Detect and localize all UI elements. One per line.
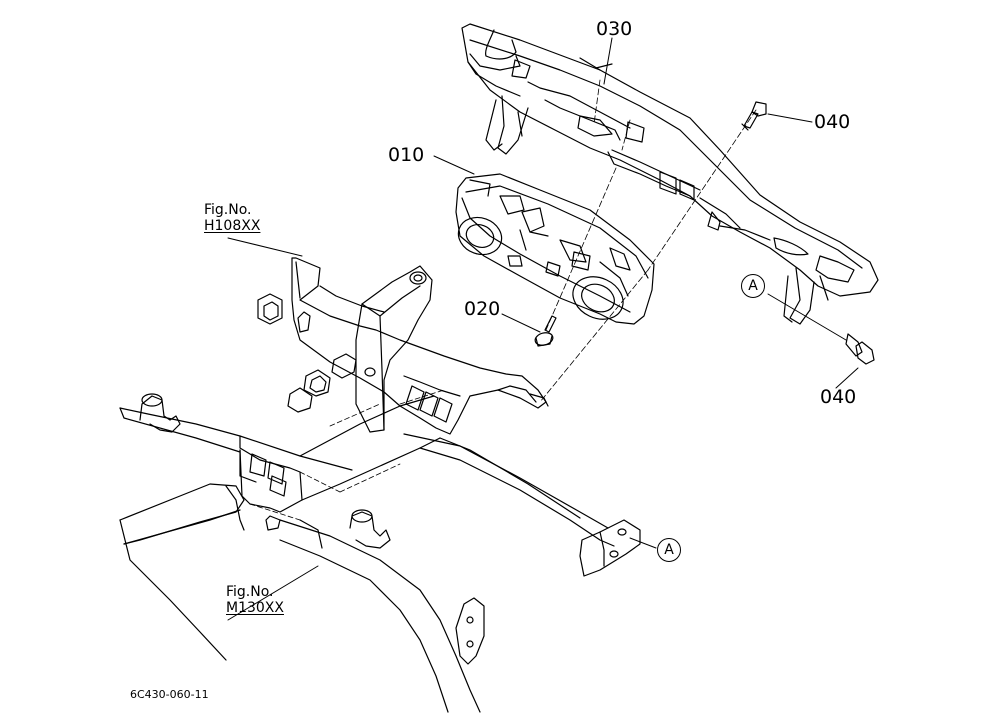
marker-a-lower: A xyxy=(657,538,681,562)
marker-a-right: A xyxy=(741,274,765,298)
figure-ref-m130-title: Fig.No. xyxy=(226,584,274,600)
center-lines xyxy=(540,80,756,402)
dash-cover-panel xyxy=(462,24,878,324)
part-label-010: 010 xyxy=(388,144,425,166)
meter-cluster xyxy=(453,174,654,327)
mounting-bracket xyxy=(258,258,548,434)
part-label-020: 020 xyxy=(464,298,501,320)
figure-ref-h108: Fig.No. H108XX xyxy=(204,202,260,234)
leader-lines xyxy=(228,38,858,620)
bolt-040-bottom xyxy=(846,334,874,364)
drawing-code: 6C430-060-11 xyxy=(130,688,209,701)
figure-ref-m130-number: M130XX xyxy=(226,600,284,616)
screw-020 xyxy=(534,316,556,347)
part-label-040-bottom: 040 xyxy=(820,386,857,408)
chassis-frame xyxy=(120,394,640,712)
figure-ref-h108-title: Fig.No. xyxy=(204,202,252,218)
hidden-frame-lines xyxy=(250,390,444,520)
part-label-030: 030 xyxy=(596,18,633,40)
figure-ref-h108-number: H108XX xyxy=(204,218,261,234)
figure-ref-m130: Fig.No. M130XX xyxy=(226,584,284,616)
part-label-040-top: 040 xyxy=(814,111,851,133)
